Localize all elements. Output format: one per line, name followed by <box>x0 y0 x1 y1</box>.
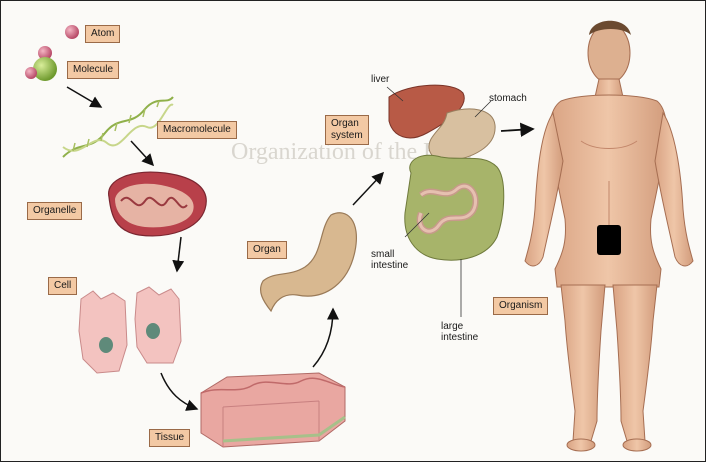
tissue-illustration <box>201 373 345 447</box>
label-organ-system-line2: system <box>331 130 363 142</box>
arrow-cell-to-tissue <box>161 373 197 409</box>
label-organ-system-line1: Organ <box>331 118 363 130</box>
arrow-organelle-to-cell <box>177 237 181 271</box>
annotation-small-intestine-line2: intestine <box>371 260 408 271</box>
annotation-large-intestine: large intestine <box>441 321 478 343</box>
label-tissue: Tissue <box>149 429 190 447</box>
cell-illustration <box>79 287 181 373</box>
organ-stomach-illustration <box>261 213 357 311</box>
arrow-molecule-to-macromolecule <box>67 87 101 107</box>
label-cell: Cell <box>48 277 77 295</box>
label-atom: Atom <box>85 25 120 43</box>
arrow-organ-system-to-organism <box>501 129 533 131</box>
annotation-large-intestine-line1: large <box>441 321 478 332</box>
arrow-tissue-to-organ <box>313 309 333 367</box>
annotation-small-intestine: small intestine <box>371 249 408 271</box>
organ-system-digestive-illustration <box>389 85 504 260</box>
arrow-organ-to-organ-system <box>353 173 383 205</box>
label-molecule: Molecule <box>67 61 119 79</box>
label-macromolecule: Macromolecule <box>157 121 237 139</box>
label-organ: Organ <box>247 241 287 259</box>
label-organism: Organism <box>493 297 548 315</box>
arrow-macromolecule-to-organelle <box>131 141 153 165</box>
atom-illustration <box>65 25 79 39</box>
label-organelle: Organelle <box>27 202 82 220</box>
label-organ-system: Organ system <box>325 115 369 145</box>
annotation-liver: liver <box>371 74 389 85</box>
annotation-stomach: stomach <box>489 93 527 104</box>
annotation-large-intestine-line2: intestine <box>441 332 478 343</box>
molecule-illustration <box>25 46 57 81</box>
organelle-mitochondrion-illustration <box>109 172 207 236</box>
censor-bar <box>597 225 621 255</box>
annotation-small-intestine-line1: small <box>371 249 408 260</box>
